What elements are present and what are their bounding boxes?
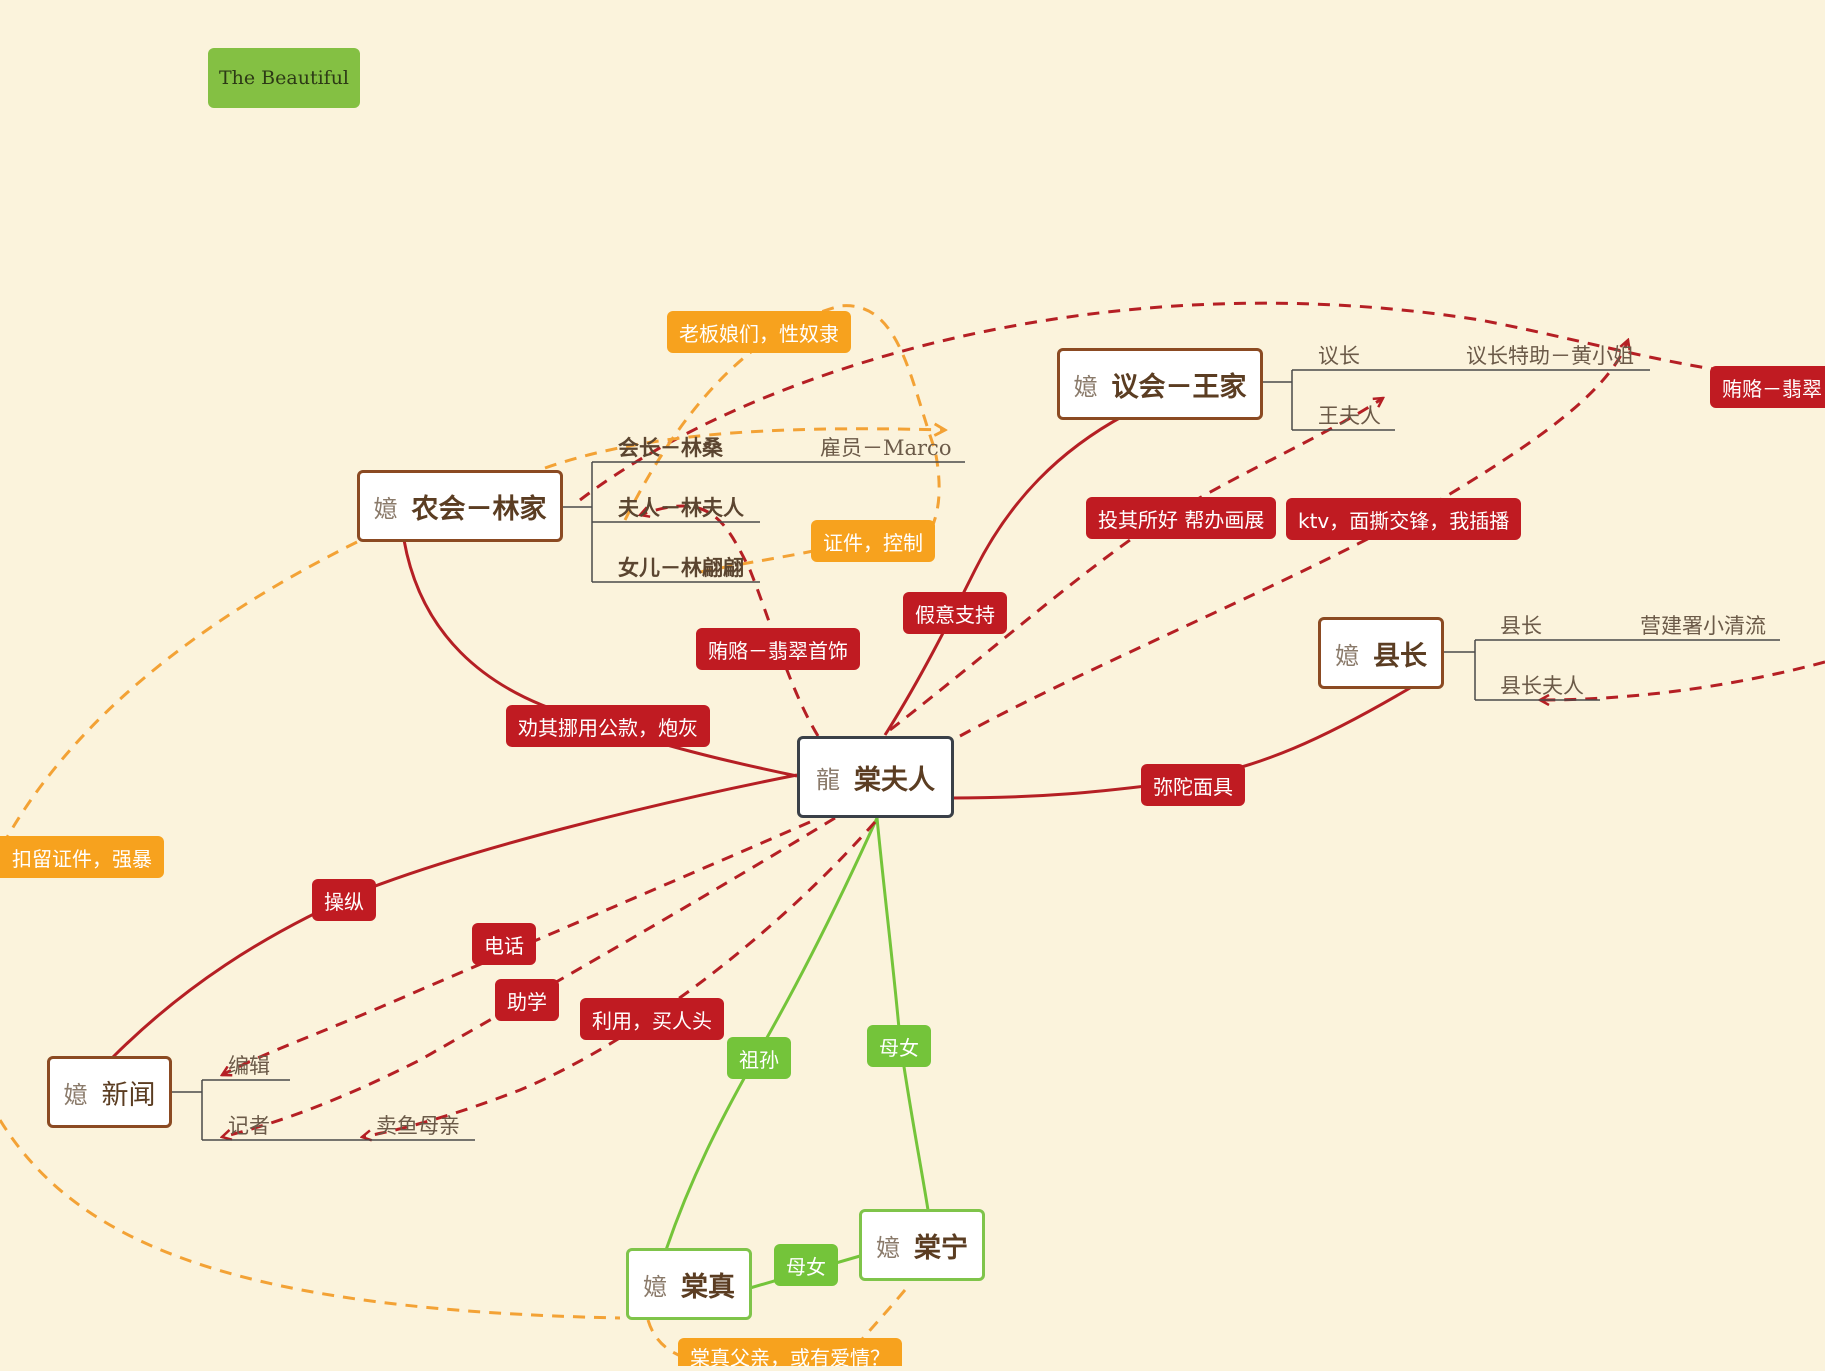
bracket-xianzhang bbox=[1443, 639, 1780, 701]
link-dianhua bbox=[222, 820, 811, 1075]
node-name: 棠真 bbox=[681, 1271, 735, 1303]
node-tangning[interactable]: 嬑 棠宁 bbox=[859, 1209, 985, 1281]
node-glyph: 嬑 bbox=[643, 1272, 667, 1301]
relation-zhuxue[interactable]: 助学 bbox=[495, 979, 559, 1021]
bracket-yihui bbox=[1260, 369, 1650, 431]
node-yihui[interactable]: 嬑 议会－王家 bbox=[1057, 348, 1263, 420]
link-huilu-right bbox=[579, 301, 1721, 502]
node-xinwen[interactable]: 嬑 新闻 bbox=[47, 1056, 172, 1128]
node-name: 棠夫人 bbox=[854, 764, 935, 796]
relation-tangzhen-fuqin[interactable]: 棠真父亲，或有爱情？ bbox=[678, 1338, 902, 1370]
leaf-nonghui-furen[interactable]: 夫人－林夫人 bbox=[618, 496, 744, 520]
link-liyong bbox=[362, 821, 877, 1137]
relation-munv-bottom[interactable]: 母女 bbox=[774, 1244, 838, 1286]
relation-laobanniang[interactable]: 老板娘们，性奴隶 bbox=[667, 311, 851, 353]
leaf-yihui-yizhang[interactable]: 议长 bbox=[1318, 344, 1360, 368]
relation-ktv[interactable]: ktv，面撕交锋，我插播 bbox=[1286, 498, 1522, 540]
relation-huilu-feicui-shoushi[interactable]: 贿赂－翡翠首饰 bbox=[696, 628, 860, 670]
node-name: 县长 bbox=[1373, 640, 1427, 672]
link-touqi-suohao bbox=[889, 398, 1383, 732]
node-xianzhang[interactable]: 嬑 县长 bbox=[1318, 617, 1444, 689]
leaf-nonghui-nver[interactable]: 女儿－林翩翩 bbox=[618, 556, 744, 580]
relation-huilu-feicui-right[interactable]: 贿赂－翡翠 bbox=[1710, 366, 1825, 408]
link-xinwen-tangzhen bbox=[0, 1119, 621, 1320]
link-laobanniang bbox=[623, 304, 941, 541]
link-center-tangning bbox=[875, 817, 930, 1211]
relation-zhengjian-kongzhi[interactable]: 证件，控制 bbox=[811, 520, 935, 562]
leaf-yihui-tezhu[interactable]: 议长特助－黄小姐 bbox=[1466, 344, 1634, 368]
leaf-nonghui-huizhang[interactable]: 会长－林桑 bbox=[618, 436, 723, 460]
relation-kouliu[interactable]: 扣留证件，强暴 bbox=[0, 836, 164, 878]
node-glyph: 嬑 bbox=[876, 1233, 900, 1262]
relation-caozong[interactable]: 操纵 bbox=[312, 879, 376, 921]
leaf-yihui-wangfuren[interactable]: 王夫人 bbox=[1318, 404, 1381, 428]
node-glyph: 龍 bbox=[816, 765, 840, 794]
link-huilu-feicui bbox=[640, 504, 820, 737]
relation-mituo-mianju[interactable]: 弥陀面具 bbox=[1141, 764, 1245, 806]
node-glyph: 嬑 bbox=[63, 1080, 88, 1109]
node-name: 农会－林家 bbox=[411, 493, 547, 525]
leaf-xianzhang-qingliu[interactable]: 营建署小清流 bbox=[1640, 614, 1766, 638]
node-glyph: 嬑 bbox=[1073, 372, 1098, 401]
leaf-xianzhang-xianzhang[interactable]: 县长 bbox=[1500, 614, 1542, 638]
link-center-xinwen bbox=[110, 773, 798, 1060]
leaf-xinwen-muqin[interactable]: 卖鱼母亲 bbox=[376, 1114, 460, 1138]
node-glyph: 嬑 bbox=[1335, 641, 1359, 670]
relation-zusun[interactable]: 祖孙 bbox=[727, 1037, 791, 1079]
node-name: 棠宁 bbox=[914, 1232, 968, 1264]
leaf-xinwen-bianji[interactable]: 编辑 bbox=[228, 1054, 270, 1078]
link-center-yihui bbox=[883, 413, 1126, 736]
relation-liyong[interactable]: 利用，买人头 bbox=[580, 998, 724, 1040]
relation-quan-nuoyong[interactable]: 劝其挪用公款，炮灰 bbox=[506, 705, 710, 747]
node-center[interactable]: 龍 棠夫人 bbox=[797, 736, 954, 818]
link-kouliu bbox=[0, 540, 358, 851]
relation-touqi-suohao[interactable]: 投其所好 帮办画展 bbox=[1086, 497, 1277, 539]
node-tangzhen[interactable]: 嬑 棠真 bbox=[626, 1248, 752, 1320]
node-glyph: 嬑 bbox=[373, 494, 398, 523]
map-title[interactable]: The Beautiful bbox=[208, 48, 360, 108]
leaf-xianzhang-furen[interactable]: 县长夫人 bbox=[1500, 674, 1584, 698]
relation-jiayi-zhichi[interactable]: 假意支持 bbox=[903, 592, 1007, 634]
relation-dianhua[interactable]: 电话 bbox=[472, 923, 536, 965]
node-name: 新闻 bbox=[101, 1079, 156, 1111]
node-name: 议会－王家 bbox=[1111, 371, 1247, 403]
node-nonghui[interactable]: 嬑 农会－林家 bbox=[357, 470, 563, 542]
relation-munv-center[interactable]: 母女 bbox=[867, 1025, 931, 1067]
link-zhuxue bbox=[222, 816, 836, 1137]
leaf-nonghui-guyuan[interactable]: 雇员－Marco bbox=[820, 436, 952, 460]
bracket-xinwen bbox=[170, 1079, 475, 1141]
link-nonghui-marco bbox=[544, 429, 945, 470]
leaf-xinwen-jizhe[interactable]: 记者 bbox=[228, 1114, 270, 1138]
bracket-nonghui bbox=[560, 461, 965, 583]
